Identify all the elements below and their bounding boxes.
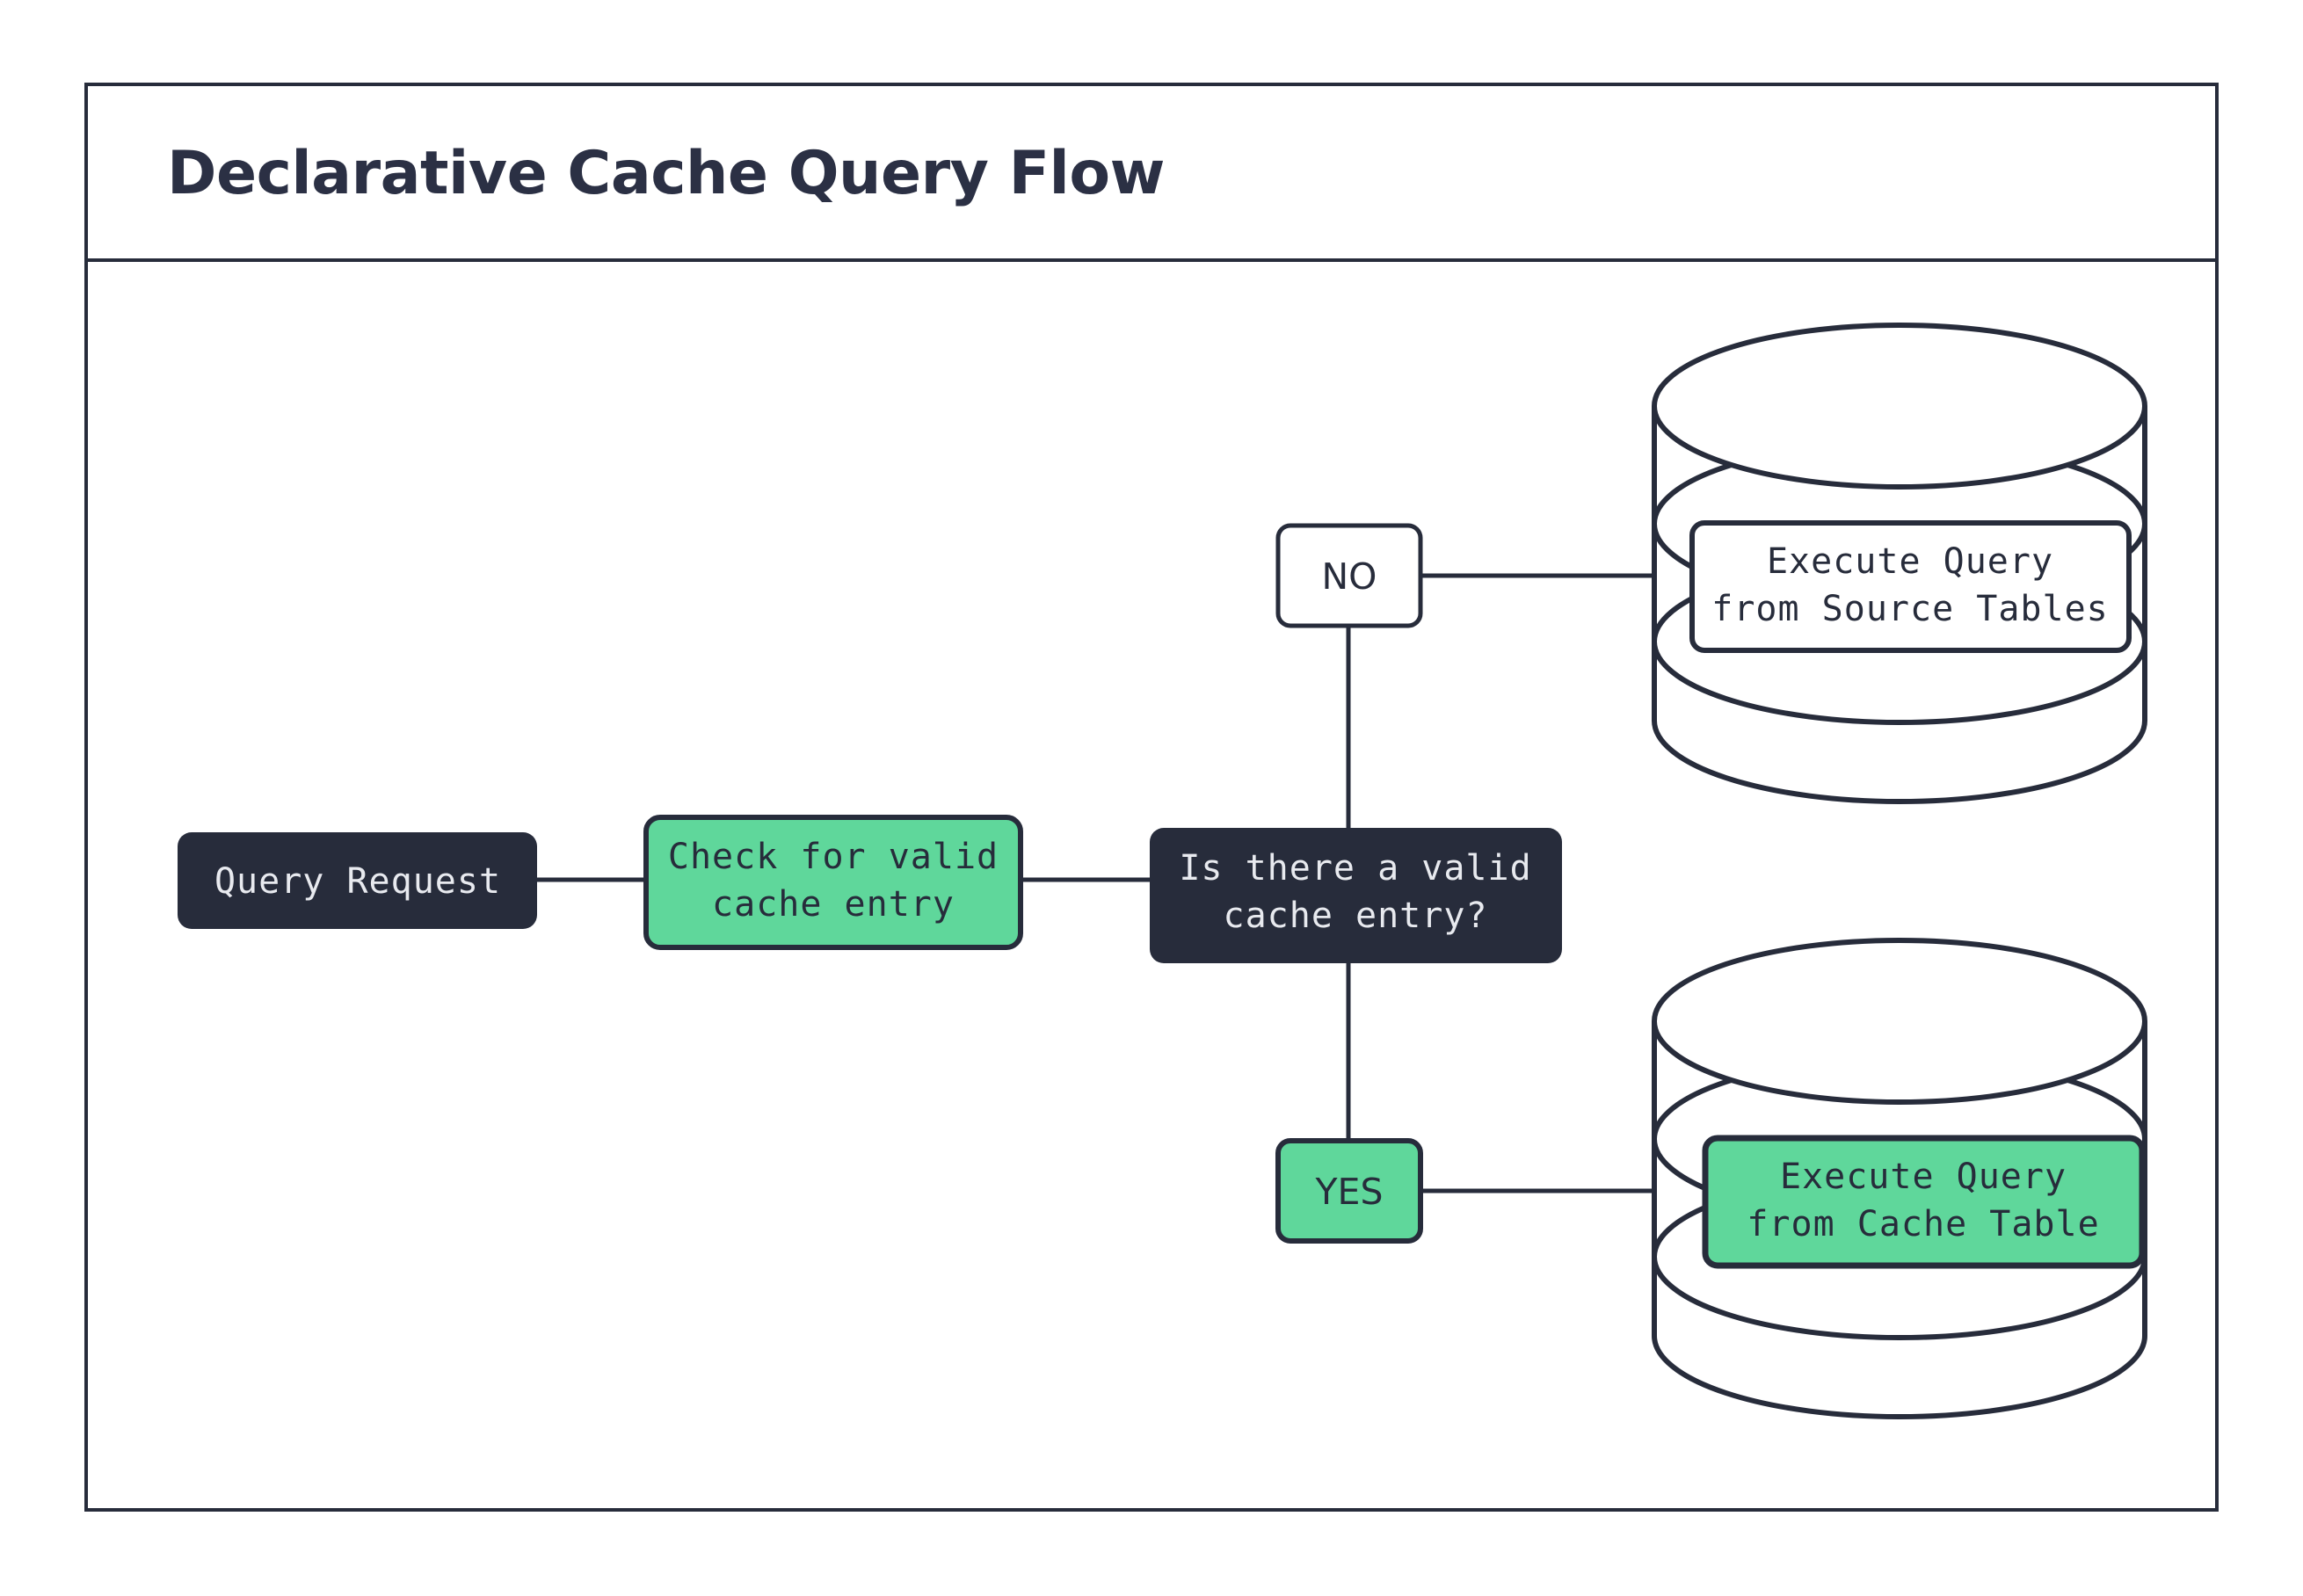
branch-label-yes[interactable]: YES [1275,1138,1423,1244]
source-db-label-box [1689,520,2132,653]
check-cache-label-line1: Check for valid [668,837,999,877]
source-db-label-line2: from Source Tables [1711,589,2108,629]
cache-db-label-box [1702,1135,2146,1269]
cylinder-body-outline [1652,1021,2147,1419]
cylinder-body-outline [1652,406,2147,804]
decision-label-line1: Is there a valid [1179,848,1531,889]
query-request-box [178,832,537,929]
cache-db-label-line1: Execute Query [1780,1157,2067,1197]
node-check-cache[interactable]: Check for valid cache entry [643,815,1023,950]
source-database-cylinder[interactable]: Execute Query from Source Tables [1652,323,2147,804]
check-cache-label-line2: cache entry [712,884,955,925]
no-branch-label: NO [1322,555,1377,598]
query-request-label: Query Request [214,861,501,902]
node-decision-valid-cache[interactable]: Is there a valid cache entry? [1150,828,1562,963]
branch-label-no[interactable]: NO [1275,523,1423,628]
decision-label-line2: cache entry? [1224,896,1488,936]
no-branch-box [1275,523,1423,628]
node-query-request[interactable]: Query Request [178,832,537,929]
cache-db-label-line2: from Cache Table [1747,1204,2099,1244]
decision-box [1150,828,1562,963]
page-title: Declarative Cache Query Flow [167,139,1165,208]
yes-branch-label: YES [1315,1171,1384,1213]
source-db-label-line1: Execute Query [1767,541,2053,582]
check-cache-box [643,815,1023,950]
yes-branch-box [1275,1138,1423,1244]
cylinder-disk-1-top-cap [1652,323,2147,490]
cylinder-disk-1-top-cap [1652,938,2147,1105]
cache-database-cylinder[interactable]: Execute Query from Cache Table [1652,938,2147,1419]
